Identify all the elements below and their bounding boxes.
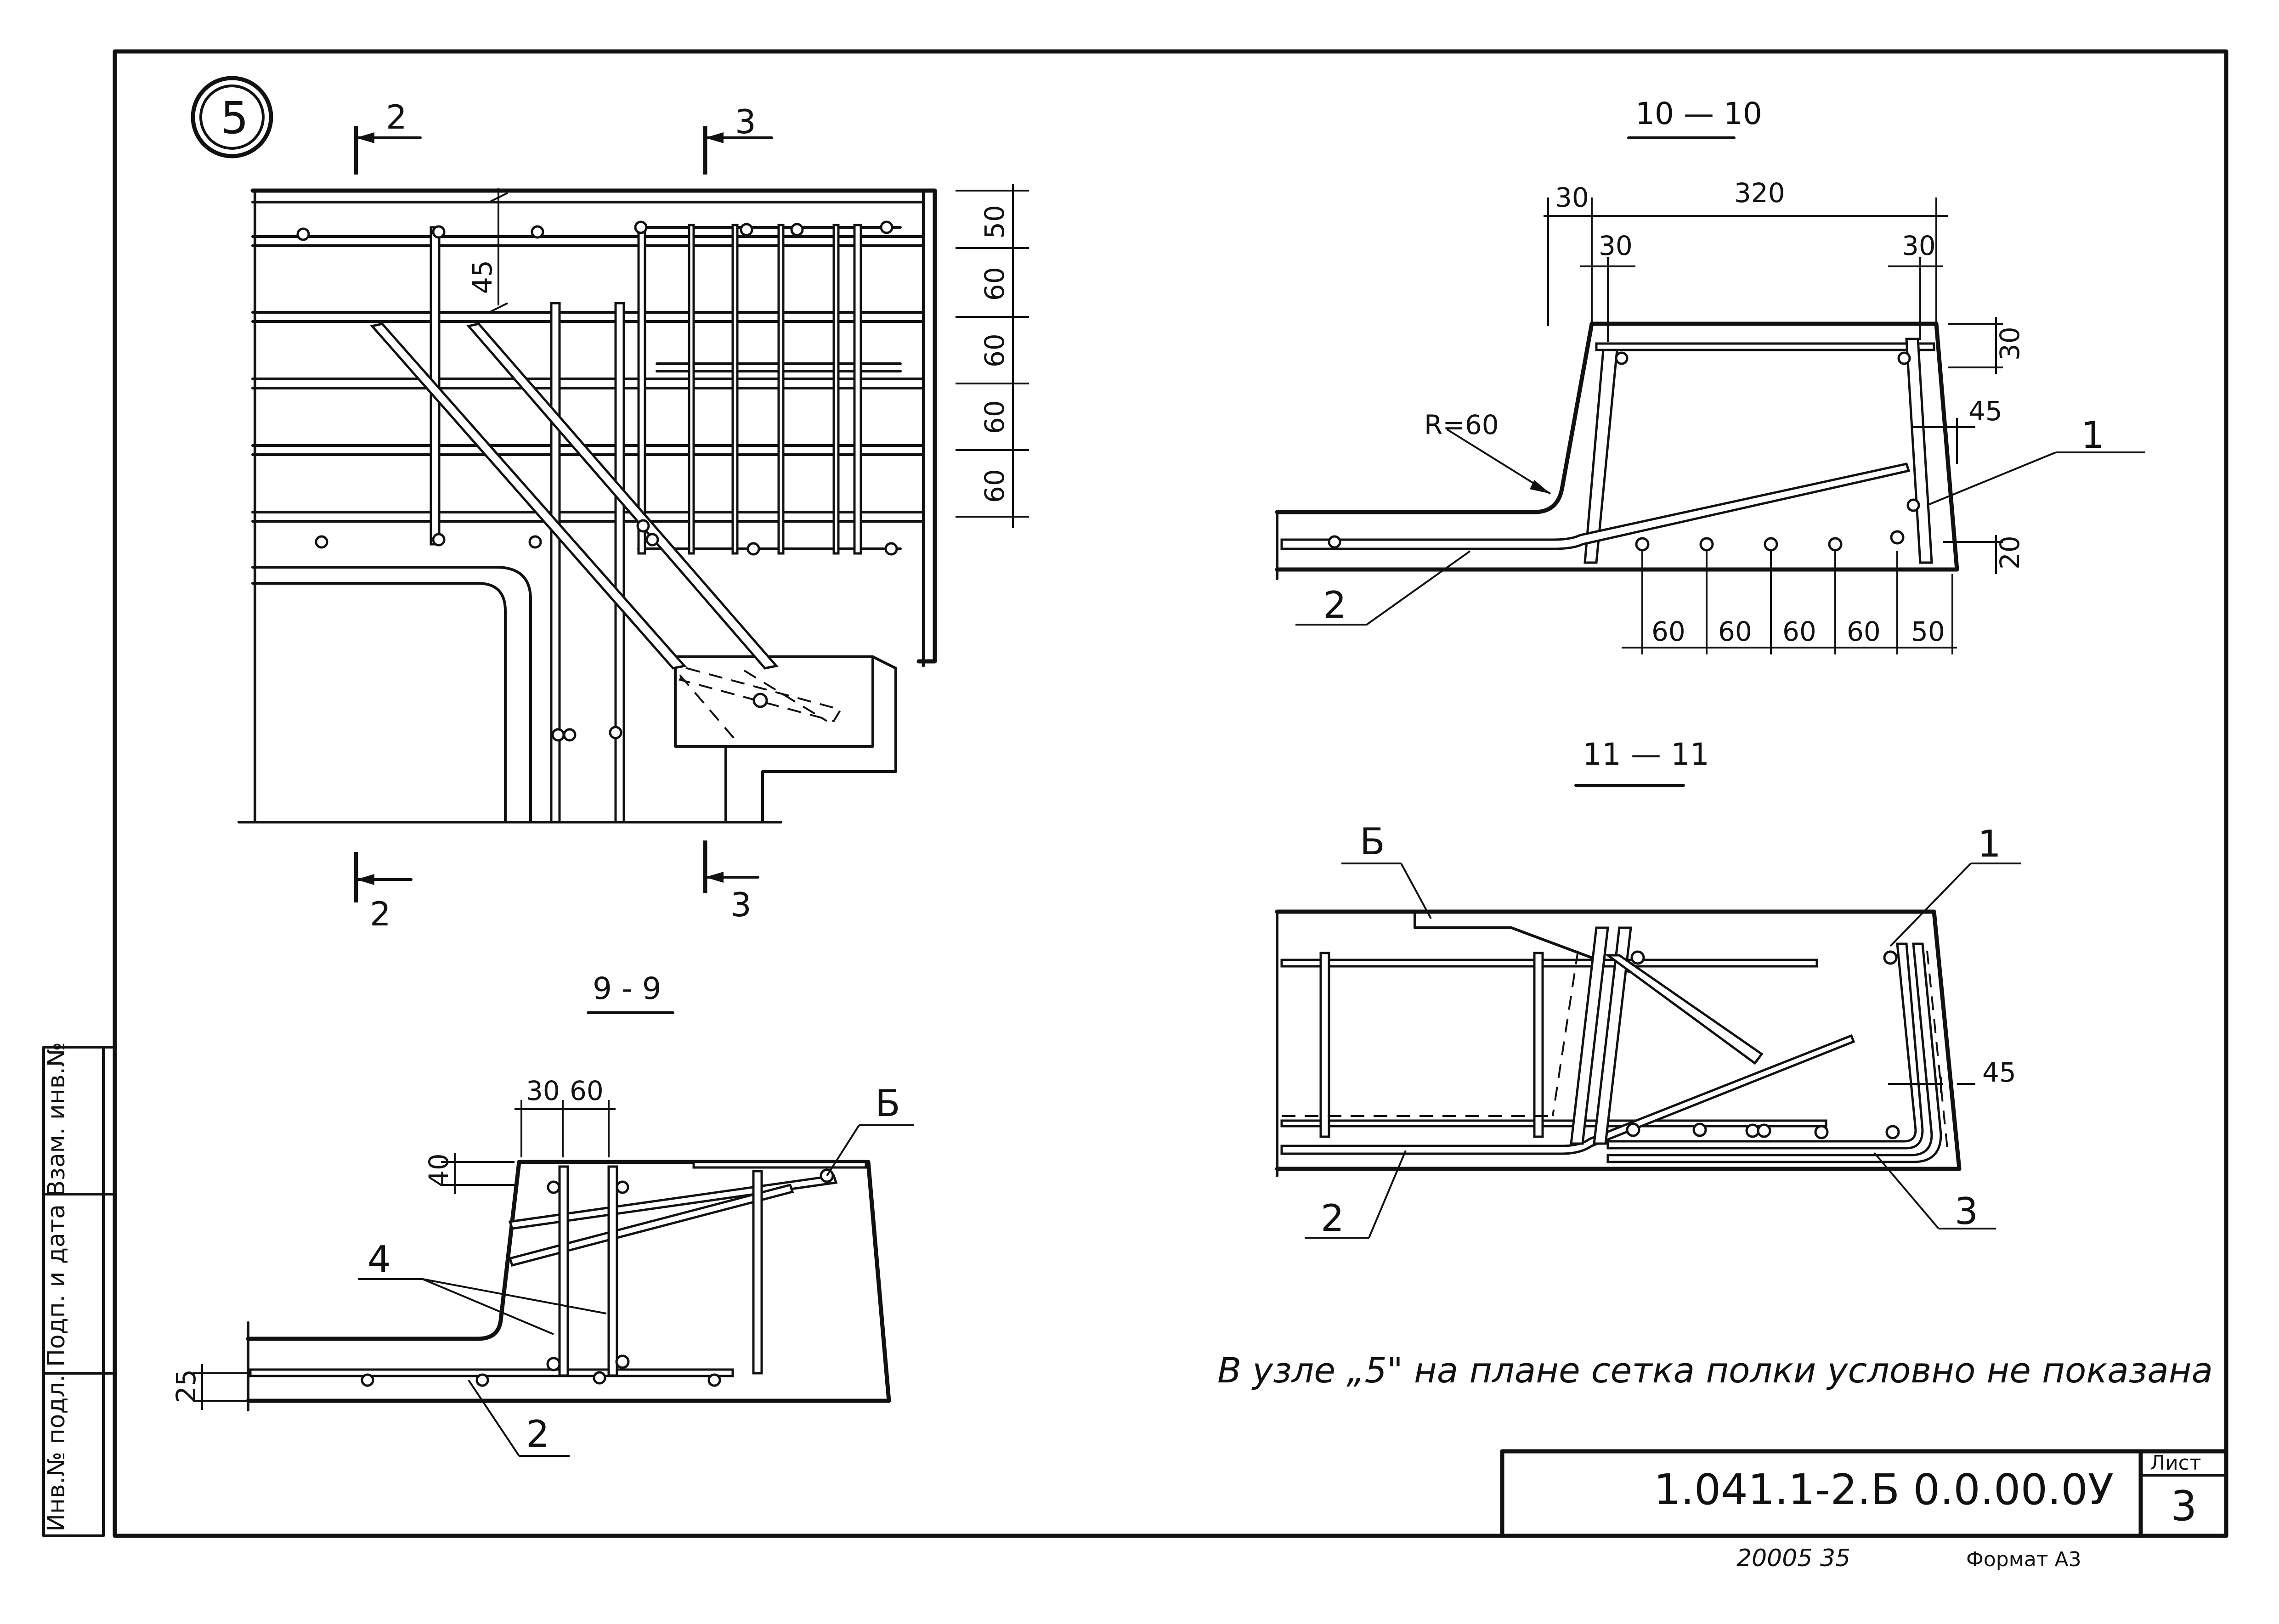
s10-dim-60a: 60 [1651,616,1685,647]
s9-dim-30: 30 [526,1075,560,1106]
node-label: 5 [221,92,249,144]
plan-dim-60c: 60 [979,400,1010,434]
plan-dim-60a: 60 [979,267,1010,301]
footer-format: Формат А3 [1966,1548,2081,1571]
sheet-frame [42,49,2228,1538]
s9-callout-2: 2 [526,1413,549,1455]
s10-callout-1: 1 [2081,414,2104,457]
s10-dim-320: 320 [1734,177,1785,209]
s10-dim-50: 50 [1911,616,1945,647]
s10-dim-30-left: 30 [1555,182,1589,213]
section-10-outline [1275,321,1959,580]
s10-dim-60c: 60 [1782,616,1816,647]
s10-dim-45: 45 [1968,395,2002,427]
section-10-rebar [1280,338,1935,564]
plan-longitudinal-bars [251,226,925,550]
s10-dim-20: 20 [1994,536,2025,570]
s11-callout-1: 1 [1978,823,2001,865]
section-9-rebar [249,1161,867,1387]
s9-dim-40: 40 [423,1153,454,1187]
drawing-note: В узле „5" на плане сетка полки условно … [1217,1350,2213,1391]
plan-outline [238,188,937,823]
s10-dim-60b: 60 [1718,616,1752,647]
s11-dim-45: 45 [1982,1057,2016,1088]
plan-dim-60b: 60 [979,333,1010,367]
s9-dimensions-and-leaders [193,1100,914,1457]
plan-mesh [430,224,862,823]
footer-number: 20005 35 [1736,1545,1850,1572]
section-11-outline [1275,909,1962,1177]
section-9-title: 9 - 9 [593,971,662,1006]
s10-radius: R=60 [1424,409,1499,440]
node-5-marker [191,76,273,158]
s10-leaders [1295,429,2145,626]
s9-dim-60: 60 [570,1075,604,1106]
s10-callout-2: 2 [1323,584,1346,626]
plan-diagonal-bars [370,322,843,740]
plan-dim-50: 50 [979,205,1010,239]
plan-dots [296,220,898,742]
s10-dim-30-right: 30 [1994,327,2025,361]
s9-callout-B: Б [875,1082,900,1125]
sheet-label: Лист [2150,1451,2201,1475]
section-10-title: 10 — 10 [1635,96,1762,131]
cut-label-3-bottom: 3 [730,885,752,924]
s11-callout-3: 3 [1955,1190,1978,1233]
s11-callout-B: Б [1360,820,1385,863]
section-11-rebar [1280,926,1949,1163]
title-code: 1.041.1-2.Б 0.0.00.0У [1654,1465,2114,1514]
s11-callout-2: 2 [1321,1197,1344,1240]
plan-dimensions [489,184,1029,528]
section-11-title: 11 — 11 [1583,737,1709,772]
s10-dim-30-inner-left: 30 [1599,230,1633,261]
s11-dimensions-and-leaders [1305,863,2021,1239]
cut-label-2-top: 2 [386,98,407,136]
section-10-dimensions [1544,197,2003,654]
cut-label-2-bottom: 2 [370,895,391,933]
section-cut-marks [354,126,773,902]
s9-callout-4: 4 [368,1238,391,1281]
s9-dim-25: 25 [170,1369,202,1403]
s10-dim-60d: 60 [1847,616,1881,647]
cut-label-3-top: 3 [735,102,756,141]
section-9-outline [246,1160,891,1411]
left-stamp: Инв.№ подл. Подп. и дата Взам. инв.№ [43,1042,70,1532]
s10-dim-30-inner-right: 30 [1902,230,1936,261]
plan-dim-60d: 60 [979,469,1010,503]
sheet-number: 3 [2171,1482,2197,1530]
plan-dim-45: 45 [467,260,498,294]
